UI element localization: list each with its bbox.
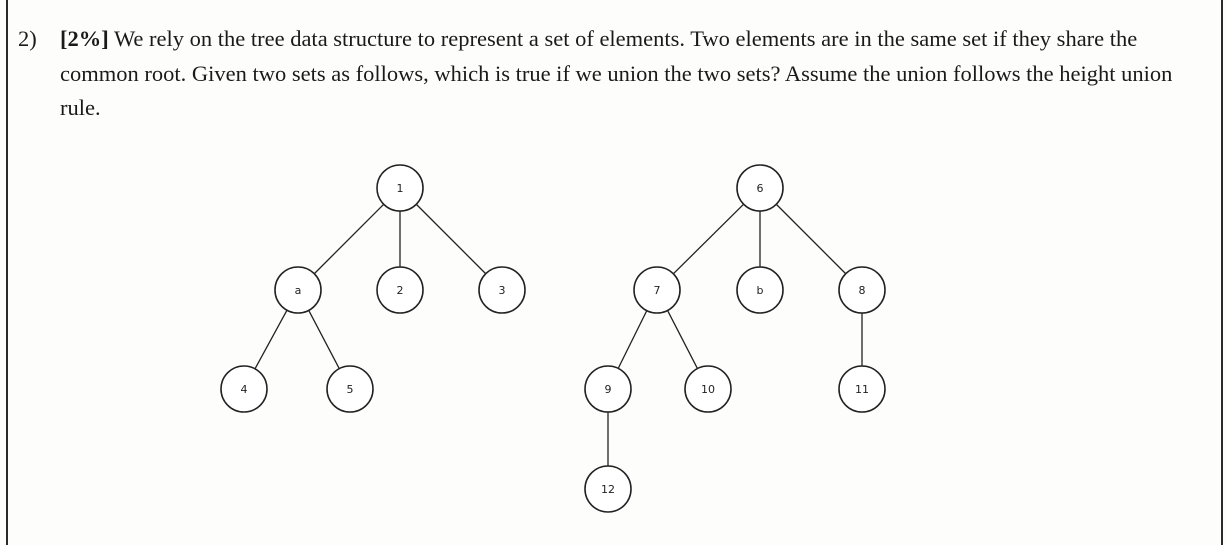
tree-node-7: 7 — [633, 266, 681, 314]
node-circle — [838, 365, 886, 413]
tree-node-10: 10 — [684, 365, 732, 413]
question-2: 2) [2%] We rely on the tree data structu… — [18, 22, 1208, 126]
node-circle — [274, 266, 322, 314]
node-circle — [684, 365, 732, 413]
node-circle — [584, 365, 632, 413]
node-circle — [838, 266, 886, 314]
tree-node-b: b — [736, 266, 784, 314]
right-border-line — [1221, 0, 1223, 545]
node-label: 3 — [499, 284, 506, 297]
tree-nodes: 1 a 2 3 4 5 6 7 b 8 9 10 11 12 — [220, 164, 886, 513]
tree-node-5: 5 — [326, 365, 374, 413]
node-circle — [584, 465, 632, 513]
node-label: 5 — [347, 383, 354, 396]
tree-edge — [308, 310, 340, 369]
node-label: 10 — [701, 383, 715, 396]
tree-node-a: a — [274, 266, 322, 314]
tree-edge — [254, 309, 288, 370]
node-circle — [736, 266, 784, 314]
node-label: 1 — [397, 182, 404, 195]
tree-edge — [617, 310, 648, 369]
tree-node-8: 8 — [838, 266, 886, 314]
node-circle — [326, 365, 374, 413]
question-body: We rely on the tree data structure to re… — [60, 26, 1173, 120]
tree-edges — [254, 203, 863, 466]
node-label: b — [757, 284, 764, 297]
tree-edge — [672, 203, 745, 275]
node-circle — [736, 164, 784, 212]
question-weight: [2%] — [60, 26, 109, 51]
tree-edge — [313, 203, 385, 275]
node-circle — [220, 365, 268, 413]
node-circle — [376, 164, 424, 212]
question-number: 2) — [18, 26, 37, 51]
node-label: 2 — [397, 284, 404, 297]
node-label: 7 — [654, 284, 661, 297]
tree-node-9: 9 — [584, 365, 632, 413]
tree-node-11: 11 — [838, 365, 886, 413]
node-circle — [376, 266, 424, 314]
tree-edge — [666, 310, 699, 369]
tree-node-4: 4 — [220, 365, 268, 413]
node-circle — [633, 266, 681, 314]
node-label: 8 — [859, 284, 866, 297]
node-label: 11 — [855, 383, 869, 396]
tree-node-3: 3 — [478, 266, 526, 314]
node-circle — [478, 266, 526, 314]
node-label: 12 — [601, 483, 615, 496]
tree-node-6: 6 — [736, 164, 784, 212]
tree-node-2: 2 — [376, 266, 424, 314]
question-text-block: [2%] We rely on the tree data structure … — [60, 22, 1208, 126]
tree-edge — [775, 203, 847, 275]
tree-node-1: 1 — [376, 164, 424, 212]
node-label: a — [295, 284, 302, 297]
node-label: 6 — [757, 182, 764, 195]
tree-node-12: 12 — [584, 465, 632, 513]
node-label: 4 — [241, 383, 248, 396]
tree-edge — [415, 203, 487, 275]
left-border-line — [6, 0, 8, 545]
node-label: 9 — [605, 383, 612, 396]
